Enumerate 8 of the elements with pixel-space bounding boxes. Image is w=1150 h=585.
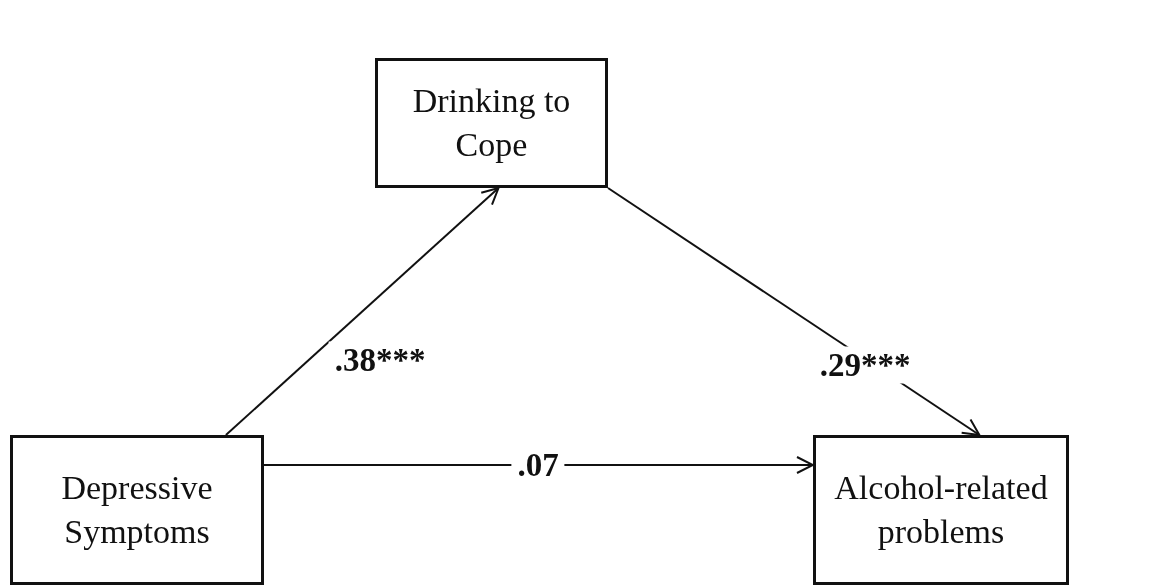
variable-box bbox=[813, 435, 1069, 585]
arrow bbox=[224, 187, 500, 436]
variable-box bbox=[375, 58, 608, 188]
arrow bbox=[263, 456, 814, 474]
variable-box bbox=[10, 435, 264, 585]
variable-label: Alcohol-related problems bbox=[833, 467, 1049, 552]
variable-label: Drinking to Cope bbox=[411, 80, 572, 165]
variable-label: Depressive Symptoms bbox=[60, 467, 214, 552]
